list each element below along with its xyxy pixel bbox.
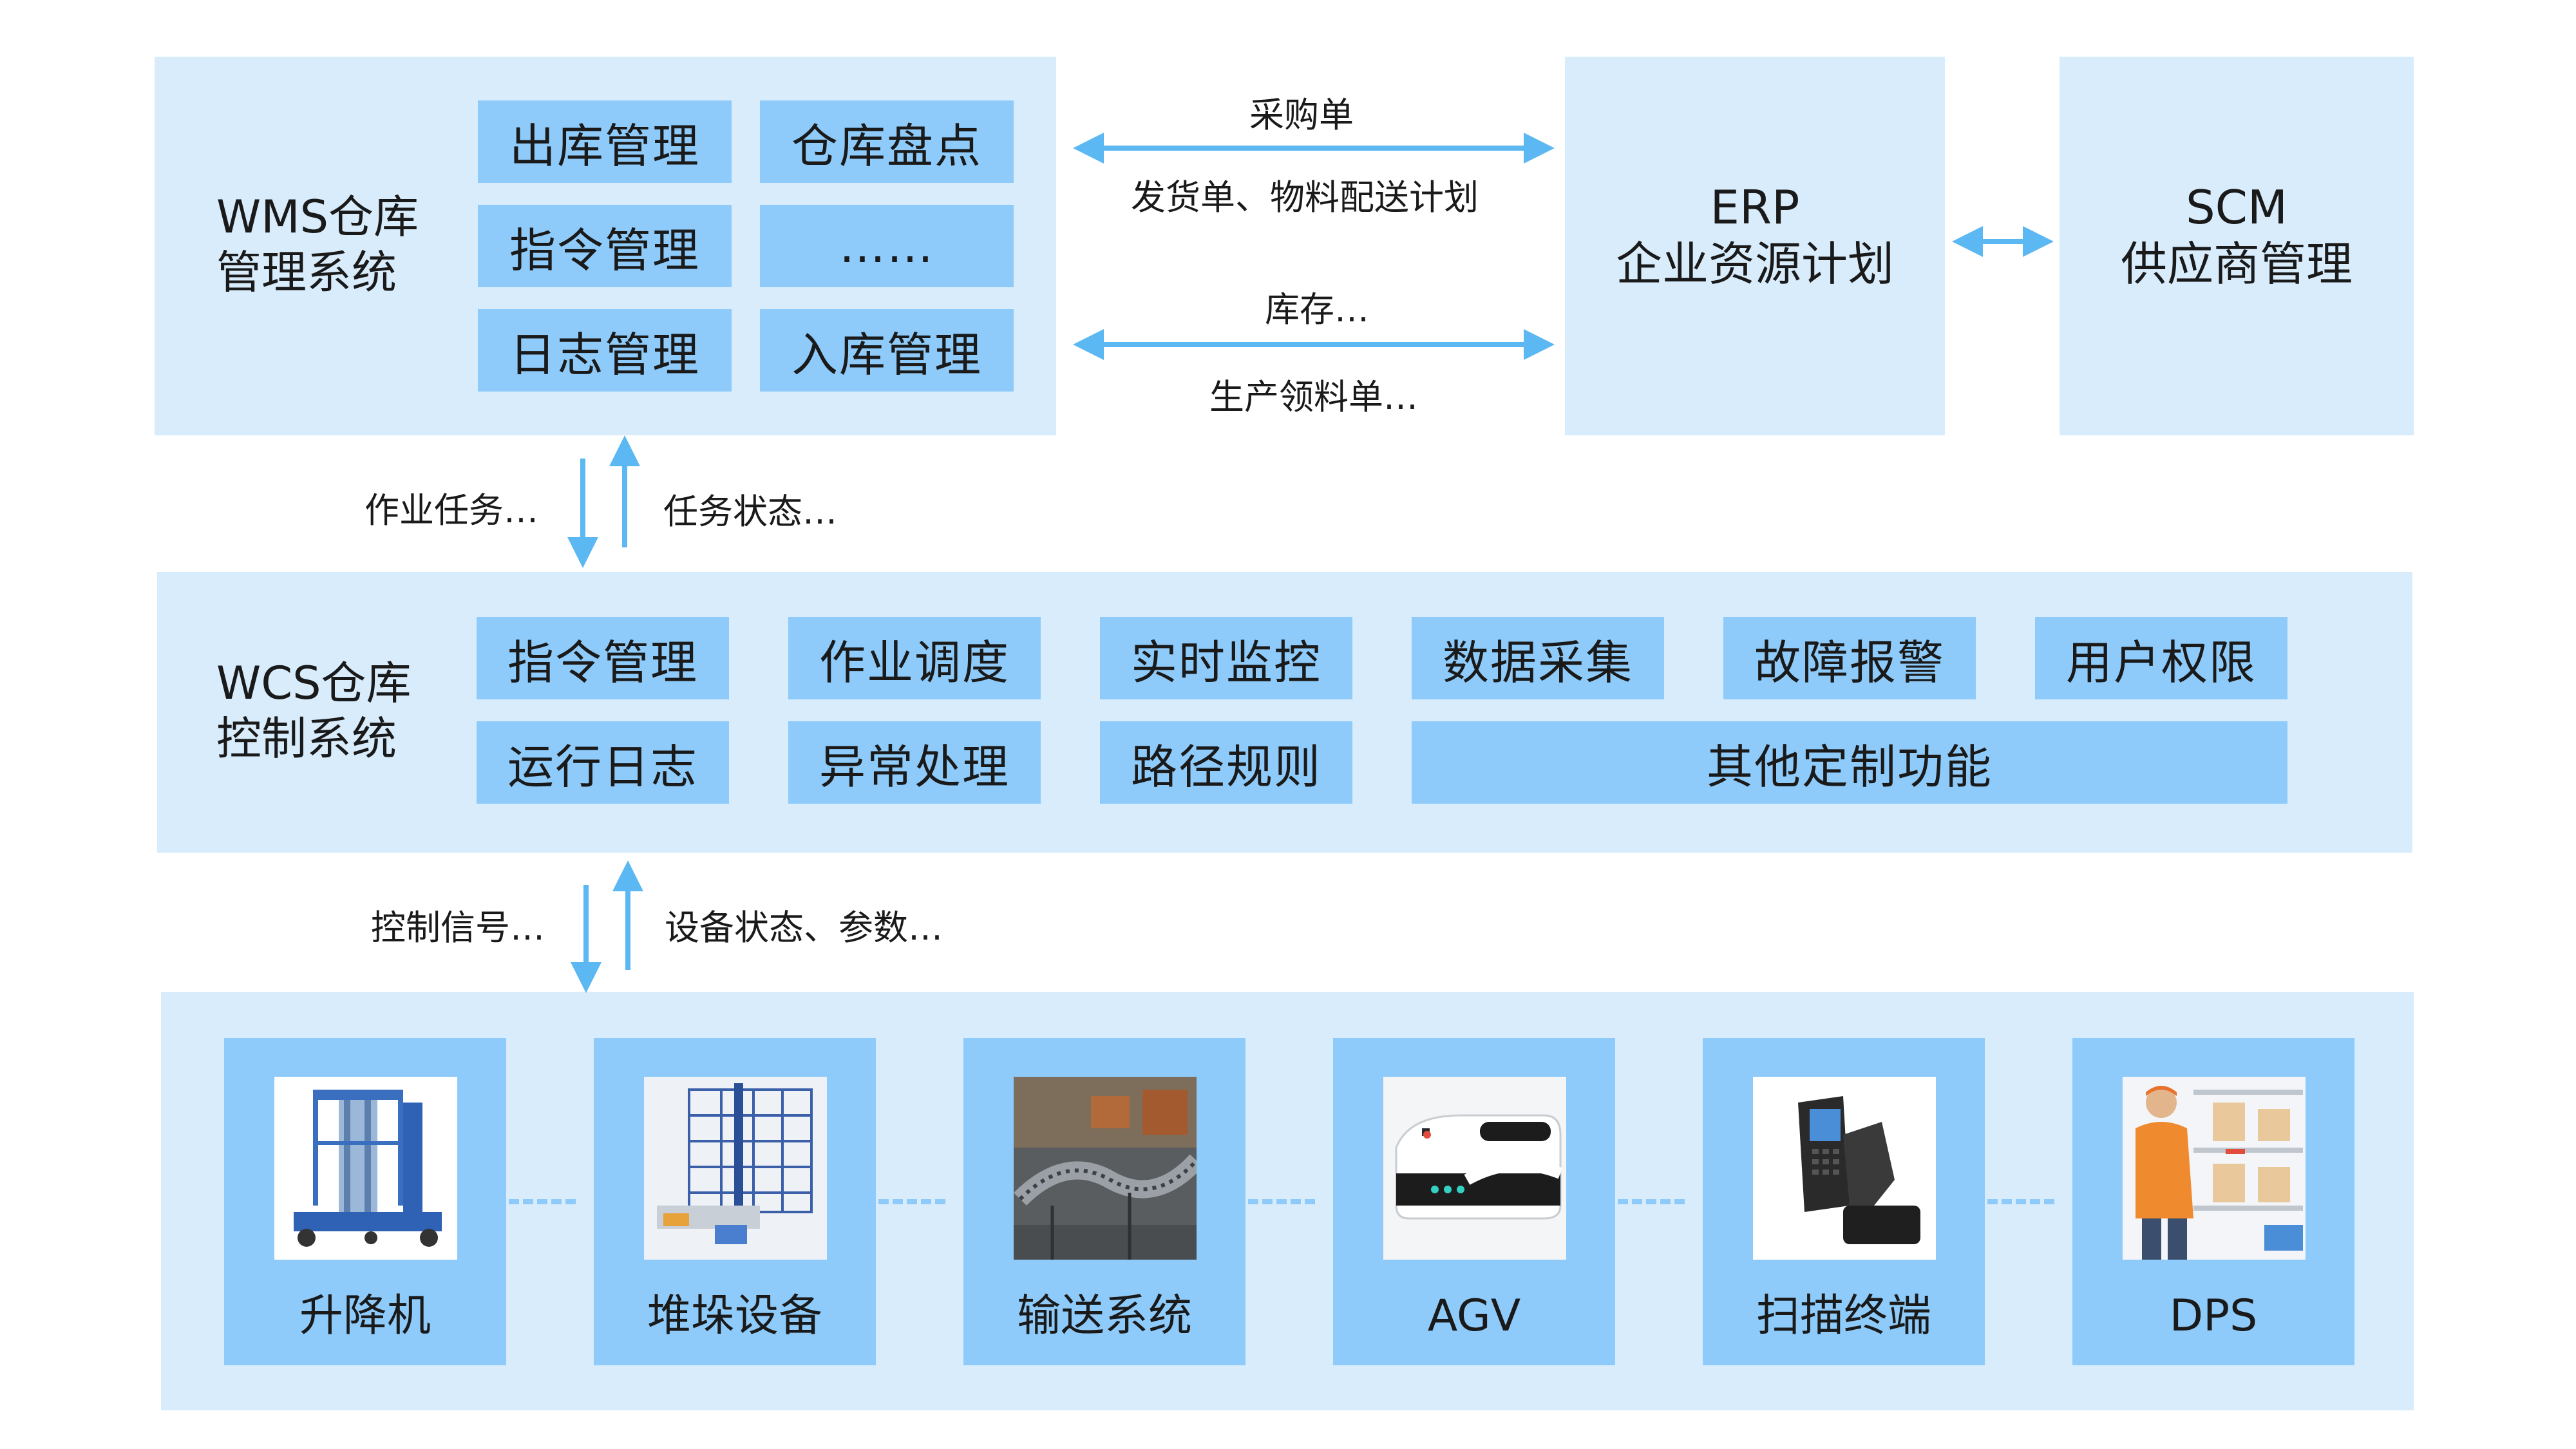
wms-module-instruction[interactable]: 指令管理: [478, 205, 732, 287]
label-purchase-order: 采购单: [1249, 95, 1354, 135]
connector-3: [1248, 1199, 1315, 1204]
erp-panel: ERP 企业资源计划: [1565, 57, 1945, 435]
devices-panel: 升降机 堆垛设备: [161, 992, 2414, 1410]
wcs-module-run-log[interactable]: 运行日志: [477, 721, 729, 804]
scm-title-line2: 供应商管理: [2120, 237, 2353, 291]
wcs-module-instruction[interactable]: 指令管理: [477, 617, 729, 699]
scm-title: SCM 供应商管理: [2060, 179, 2414, 292]
connector-4: [1618, 1199, 1685, 1204]
wcs-title-line1: WCS仓库: [216, 657, 412, 710]
wcs-module-exception[interactable]: 异常处理: [788, 721, 1041, 804]
wms-module-inbound[interactable]: 入库管理: [760, 309, 1014, 392]
wms-title-line2: 管理系统: [216, 246, 397, 299]
connector-2: [878, 1199, 945, 1204]
wcs-module-data-collection[interactable]: 数据采集: [1412, 617, 1664, 699]
erp-title-line1: ERP: [1710, 180, 1800, 234]
erp-title: ERP 企业资源计划: [1565, 179, 1945, 292]
label-work-task: 作业任务…: [365, 490, 538, 531]
wcs-title-line2: 控制系统: [216, 712, 397, 765]
erp-title-line2: 企业资源计划: [1615, 237, 1894, 291]
wms-module-inventory-count[interactable]: 仓库盘点: [760, 100, 1014, 183]
scanner-icon: [1753, 1077, 1936, 1260]
connector-5: [1987, 1199, 2054, 1204]
wms-title-line1: WMS仓库: [216, 191, 419, 243]
device-label-scanner: 扫描终端: [1756, 1291, 1931, 1341]
device-agv[interactable]: AGV: [1333, 1038, 1615, 1365]
label-device-status: 设备状态、参数…: [665, 907, 943, 948]
wcs-module-path-rules[interactable]: 路径规则: [1100, 721, 1352, 804]
wcs-module-monitoring[interactable]: 实时监控: [1100, 617, 1352, 699]
wcs-title: WCS仓库 控制系统: [216, 656, 412, 766]
device-stacker[interactable]: 堆垛设备: [594, 1038, 876, 1365]
lift-icon: [274, 1077, 457, 1260]
wms-module-more[interactable]: ……: [760, 205, 1014, 287]
device-label-conveyor: 输送系统: [1016, 1291, 1192, 1341]
device-label-stacker: 堆垛设备: [647, 1291, 822, 1341]
wcs-panel: WCS仓库 控制系统 指令管理 作业调度 实时监控 数据采集 故障报警 用户权限…: [157, 572, 2412, 853]
wcs-module-fault-alarm[interactable]: 故障报警: [1723, 617, 1976, 699]
wms-panel: WMS仓库 管理系统 出库管理 仓库盘点 指令管理 …… 日志管理 入库管理: [155, 57, 1056, 435]
label-shipping-plan: 发货单、物料配送计划: [1131, 177, 1479, 218]
conveyor-icon: [1014, 1077, 1197, 1260]
connector-1: [509, 1199, 576, 1204]
stacker-icon: [644, 1077, 827, 1260]
dps-icon: [2123, 1077, 2306, 1260]
device-label-dps: DPS: [2169, 1291, 2258, 1341]
wms-title: WMS仓库 管理系统: [216, 189, 419, 300]
device-conveyor[interactable]: 输送系统: [963, 1038, 1245, 1365]
label-production-requisition: 生产领料单…: [1209, 377, 1418, 417]
label-task-status: 任务状态…: [663, 491, 837, 532]
wcs-module-custom[interactable]: 其他定制功能: [1412, 721, 2287, 804]
wms-module-log[interactable]: 日志管理: [478, 309, 732, 392]
device-scanner[interactable]: 扫描终端: [1703, 1038, 1985, 1365]
device-label-agv: AGV: [1427, 1291, 1521, 1341]
device-lift[interactable]: 升降机: [224, 1038, 506, 1365]
wcs-module-permissions[interactable]: 用户权限: [2035, 617, 2287, 699]
scm-title-line1: SCM: [2185, 180, 2288, 234]
scm-panel: SCM 供应商管理: [2060, 57, 2414, 435]
wms-module-outbound[interactable]: 出库管理: [478, 100, 732, 183]
device-dps[interactable]: DPS: [2072, 1038, 2354, 1365]
wcs-module-scheduling[interactable]: 作业调度: [788, 617, 1041, 699]
label-inventory: 库存…: [1265, 289, 1369, 330]
device-label-lift: 升降机: [299, 1291, 431, 1341]
agv-icon: [1383, 1077, 1566, 1260]
label-control-signal: 控制信号…: [371, 907, 545, 948]
